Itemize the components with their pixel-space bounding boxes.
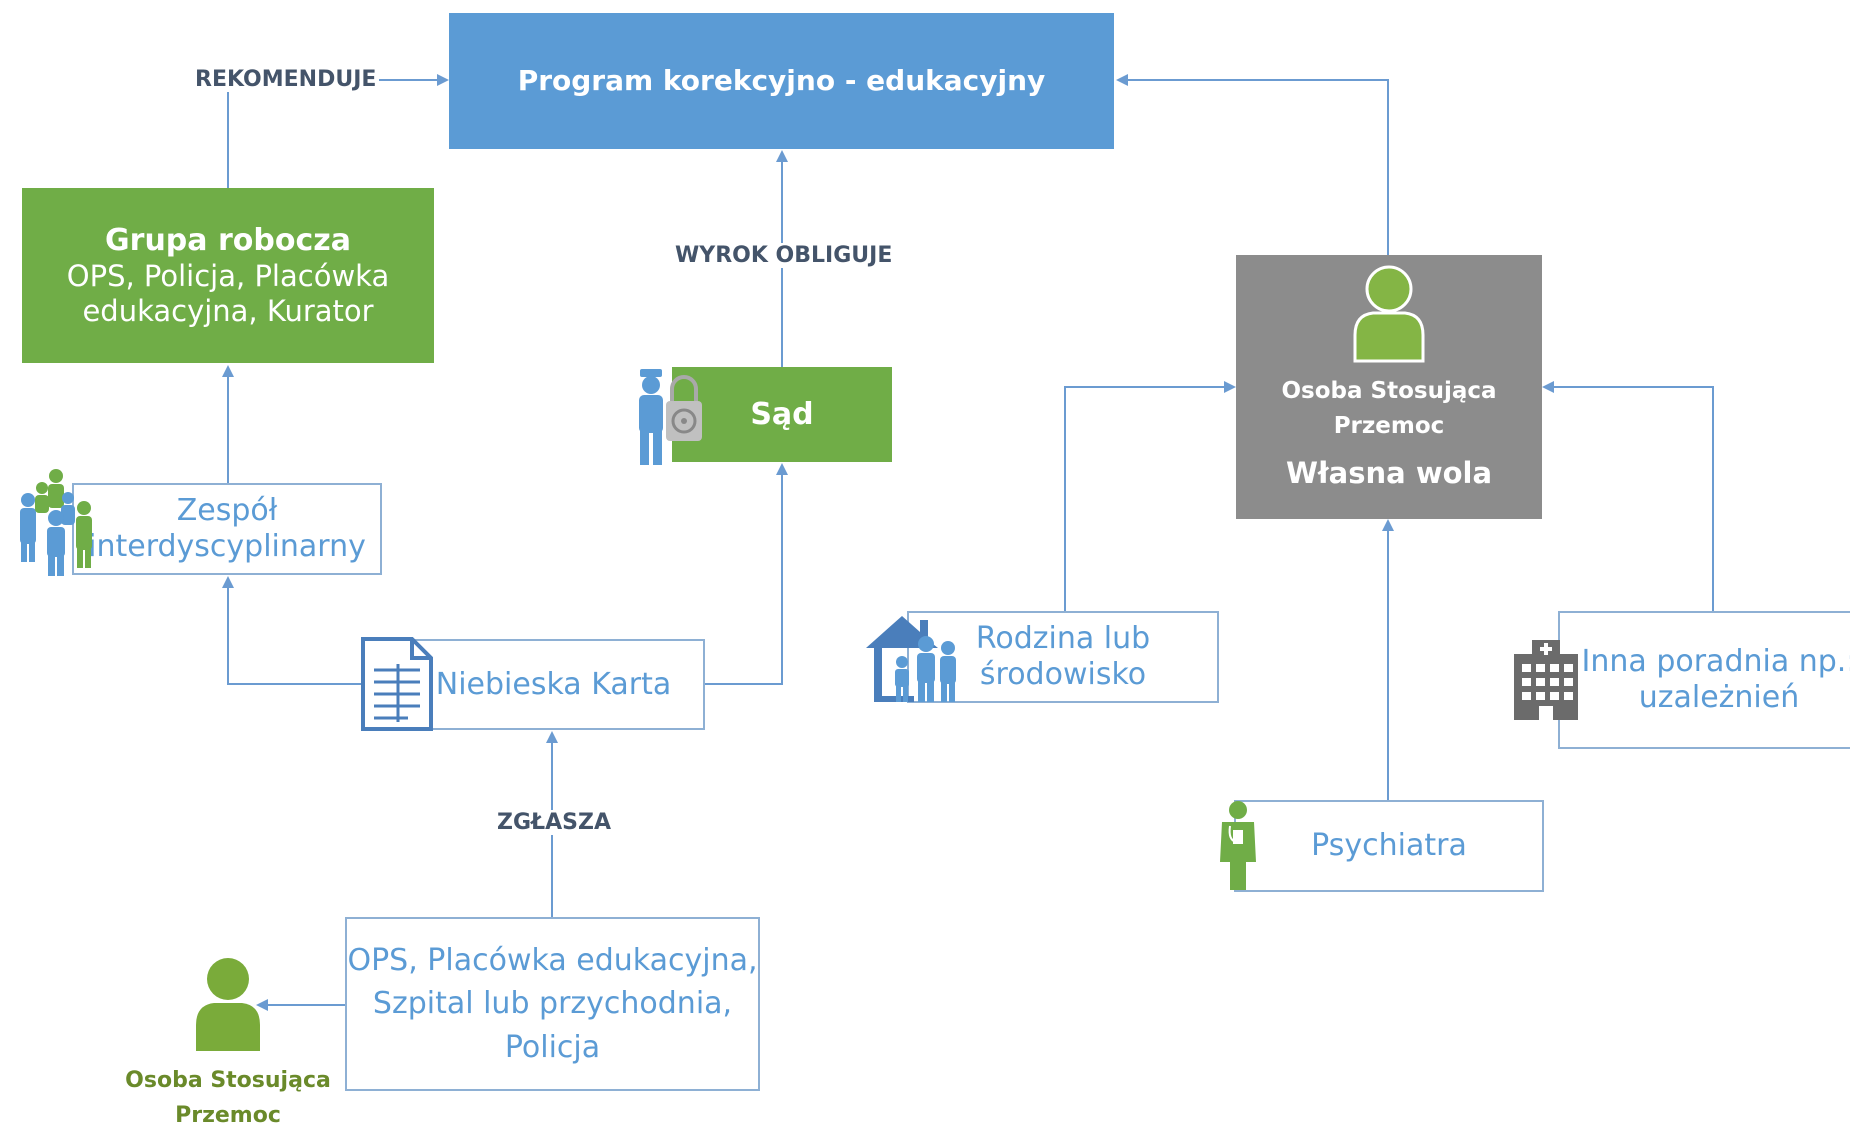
psychiatra-box: Psychiatra (1234, 800, 1544, 892)
zespol-box: Zespół interdyscyplinarny (72, 483, 382, 575)
grupa-line1: OPS, Policja, Placówka (66, 258, 390, 293)
grupa-robocza-box: Grupa robocza OPS, Policja, Placówka edu… (22, 188, 434, 363)
osoba-bottom-line1: Osoba Stosująca (125, 1068, 331, 1093)
grupa-title: Grupa robocza (105, 222, 351, 258)
rodzina-line2: środowisko (979, 657, 1147, 692)
rodzina-line1: Rodzina lub (975, 621, 1151, 656)
osoba-bottom-label: Osoba Stosująca Przemoc (112, 1063, 344, 1133)
osoba-bottom-line2: Przemoc (175, 1103, 281, 1129)
person-icon (196, 958, 260, 1051)
zespol-line1: Zespół (176, 493, 278, 528)
grupa-line2: edukacyjna, Kurator (82, 293, 374, 328)
inna-poradnia-box: Inna poradnia np.: uzależnień (1558, 611, 1850, 749)
edge-label-wyrok-obliguje: WYROK OBLIGUJE (672, 243, 896, 268)
wlasna-wola-label: Własna wola (1285, 455, 1493, 490)
arrow-osoba-to-program (1116, 74, 1389, 255)
edge-label-zglasza: ZGŁASZA (494, 810, 614, 835)
ops-line2: Szpital lub przychodnia, (372, 986, 733, 1022)
inna-line1: Inna poradnia np.: (1581, 644, 1850, 679)
police-lock-icon (639, 369, 702, 465)
sad-box: Sąd (672, 367, 892, 462)
niebieska-karta-label: Niebieska Karta (435, 666, 672, 702)
team-icon (20, 469, 92, 576)
rodzina-box: Rodzina lub środowisko (907, 611, 1219, 703)
psychiatra-label: Psychiatra (1311, 828, 1467, 863)
edge-label-rekomenduje: REKOMENDUJE (192, 67, 380, 92)
arrow-grupa-to-program (227, 74, 449, 188)
arrow-rodzina-to-osoba (1064, 381, 1236, 611)
osoba-gray-line1: Osoba Stosująca (1281, 378, 1497, 404)
osoba-gray-line2: Przemoc (1333, 412, 1445, 439)
hospital-icon (1514, 640, 1578, 720)
osoba-wlasna-wola-box: Osoba Stosująca Przemoc Własna wola (1236, 255, 1542, 519)
family-house-icon (866, 616, 956, 702)
arrow-inna-to-osoba (1542, 381, 1714, 611)
program-label: Program korekcyjno - edukacyjny (517, 64, 1046, 98)
arrow-niebieska-to-zespol (222, 576, 362, 685)
inna-line2: uzależnień (1638, 680, 1800, 715)
ops-line3: Policja (504, 1029, 601, 1065)
doctor-icon (1220, 801, 1256, 890)
ops-placowka-box: OPS, Placówka edukacyjna, Szpital lub pr… (345, 917, 760, 1091)
sad-label: Sąd (750, 396, 814, 432)
zespol-line2: interdyscyplinarny (88, 529, 366, 564)
person-icon (1353, 265, 1425, 363)
ops-line1: OPS, Placówka edukacyjna, (347, 942, 758, 978)
program-box: Program korekcyjno - edukacyjny (449, 13, 1114, 149)
document-icon (361, 637, 433, 731)
arrow-niebieska-to-sad (705, 463, 788, 685)
